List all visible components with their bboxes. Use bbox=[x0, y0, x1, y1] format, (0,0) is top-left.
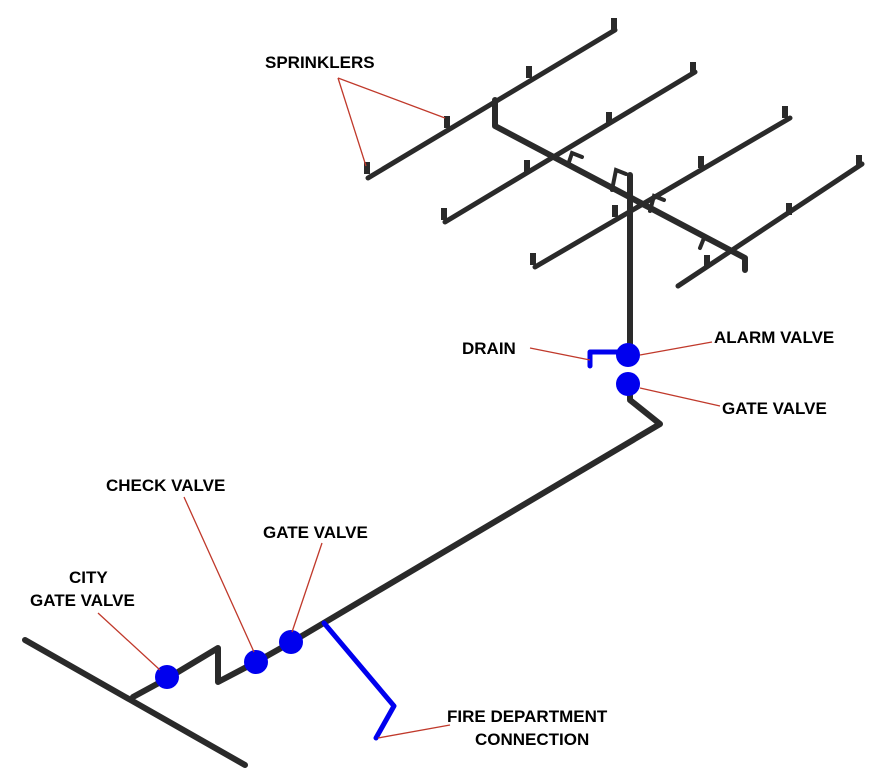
fittings bbox=[566, 150, 716, 250]
label-gate-valve: GATE VALVE bbox=[263, 523, 368, 542]
labels: SPRINKLERS DRAIN ALARM VALVE GATE VALVE … bbox=[30, 53, 834, 749]
branch-line-4 bbox=[675, 161, 865, 289]
leader-fire-department bbox=[377, 724, 451, 739]
blue-pipes bbox=[321, 349, 621, 741]
leader-check-valve bbox=[183, 496, 255, 653]
leader-upper-gate-valve bbox=[639, 387, 721, 407]
sprinkler-head bbox=[612, 205, 618, 217]
branch-line-2 bbox=[442, 69, 698, 225]
gate-valve bbox=[279, 630, 303, 654]
upper-gate-valve bbox=[616, 372, 640, 396]
sprinkler-heads bbox=[364, 18, 862, 267]
pipe-network bbox=[22, 97, 748, 768]
sprinkler-head bbox=[444, 116, 450, 128]
label-connection: CONNECTION bbox=[475, 730, 589, 749]
sprinkler-head bbox=[364, 162, 370, 174]
leader-gate-valve bbox=[291, 542, 323, 633]
valves bbox=[155, 343, 640, 689]
label-upper-gate-valve: GATE VALVE bbox=[722, 399, 827, 418]
branch-lines bbox=[365, 27, 865, 289]
sprinkler-head bbox=[611, 18, 617, 30]
label-city: CITY bbox=[69, 568, 108, 587]
check-valve bbox=[244, 650, 268, 674]
leader-sprinklers-a bbox=[337, 77, 446, 119]
leader-city-gate-valve bbox=[97, 612, 161, 671]
label-city-gate-valve: GATE VALVE bbox=[30, 591, 135, 610]
leader-lines bbox=[97, 77, 721, 739]
label-drain: DRAIN bbox=[462, 339, 516, 358]
sprinkler-head bbox=[856, 155, 862, 167]
leader-sprinklers-b bbox=[337, 77, 367, 167]
sprinkler-head bbox=[698, 156, 704, 168]
sprinkler-head bbox=[530, 253, 536, 265]
cross-main-pipe bbox=[492, 97, 748, 273]
sprinkler-head bbox=[704, 255, 710, 267]
sprinkler-head bbox=[441, 208, 447, 220]
service-line-pipe bbox=[130, 377, 663, 700]
branch-line-3 bbox=[532, 115, 793, 270]
label-check-valve: CHECK VALVE bbox=[106, 476, 225, 495]
label-sprinklers: SPRINKLERS bbox=[265, 53, 375, 72]
label-alarm-valve: ALARM VALVE bbox=[714, 328, 834, 347]
drain-pipe bbox=[587, 349, 621, 369]
sprinkler-head bbox=[782, 106, 788, 118]
branch-line-1 bbox=[365, 27, 618, 181]
sprinkler-head bbox=[786, 203, 792, 215]
sprinkler-head bbox=[526, 66, 532, 78]
city-main-pipe bbox=[22, 637, 248, 768]
sprinkler-head bbox=[606, 112, 612, 124]
fire-department-connection-pipe bbox=[321, 620, 397, 741]
sprinkler-head bbox=[690, 62, 696, 74]
leader-alarm-valve bbox=[639, 341, 713, 356]
sprinkler-head bbox=[524, 160, 530, 172]
leader-drain bbox=[529, 347, 591, 361]
alarm-valve bbox=[616, 343, 640, 367]
city-gate-valve bbox=[155, 665, 179, 689]
label-fire-department: FIRE DEPARTMENT bbox=[447, 707, 608, 726]
